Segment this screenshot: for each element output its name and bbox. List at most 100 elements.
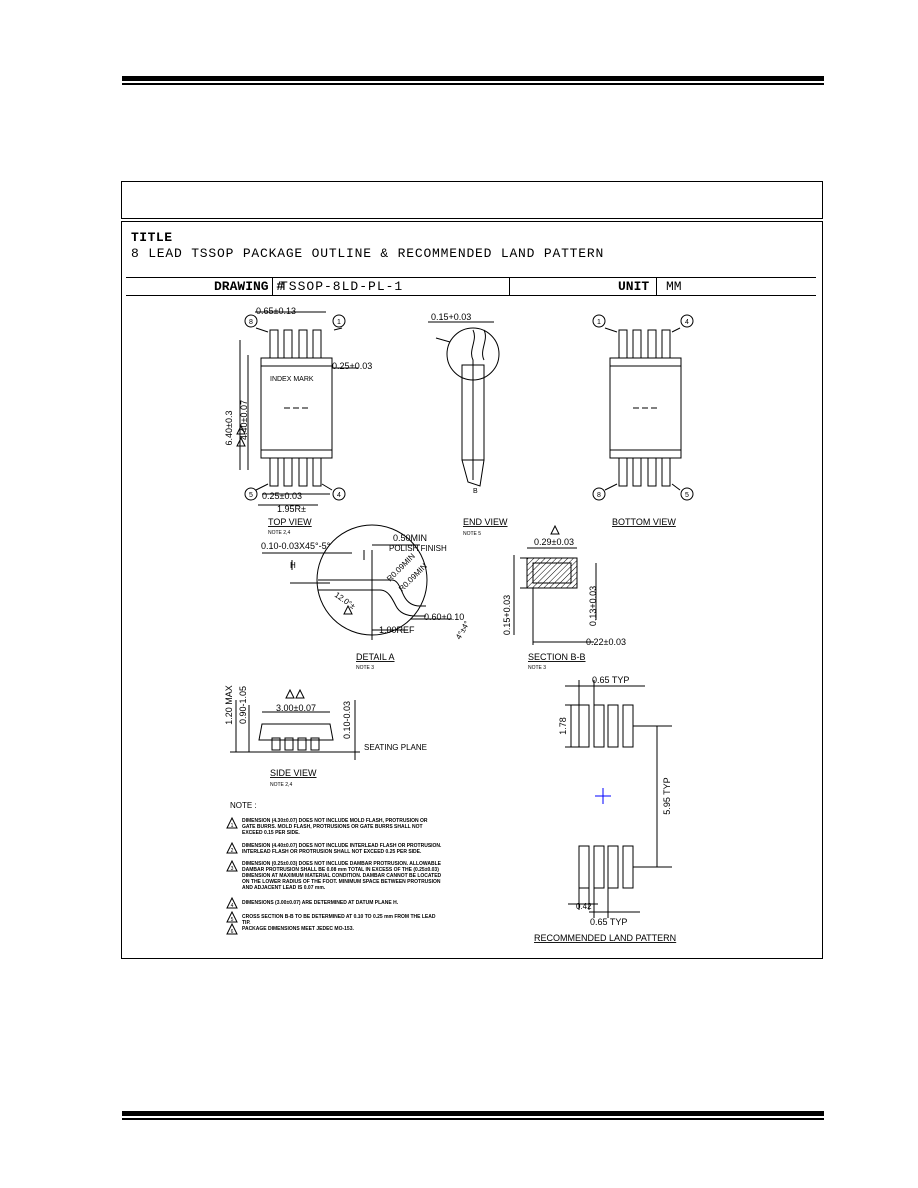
- svg-text:1: 1: [231, 823, 234, 829]
- bottom-lead: [632, 329, 642, 359]
- land-pitch-top-dim: 0.65 TYP: [592, 675, 629, 685]
- top-pin-8: 8: [249, 319, 253, 326]
- pin-marker: [244, 487, 258, 501]
- detail-a-note: NOTE 3: [356, 665, 374, 671]
- pin-marker: [244, 314, 258, 328]
- top-lead: [312, 329, 322, 359]
- note-item: 4 DIMENSIONS (3.00±0.07) ARE DETERMINED …: [226, 896, 399, 909]
- top-lead: [269, 329, 279, 359]
- bottom-lead: [661, 457, 671, 487]
- header-box: [121, 181, 823, 219]
- end-thickness-dim: 0.15+0.03: [431, 312, 471, 322]
- chamfer-dim: 0.10-0.03X45°-5°: [261, 541, 331, 551]
- note-triangle-icon: [236, 436, 246, 447]
- body-length-dim: 4.40±0.07: [239, 400, 249, 440]
- land-pad: [578, 704, 590, 748]
- note-triangle-icon: [226, 841, 238, 854]
- end-view-caption: END VIEW: [463, 517, 508, 527]
- drawing-frame: [121, 221, 823, 959]
- note-triangle-icon: [236, 424, 246, 435]
- bottom-lead: [632, 457, 642, 487]
- polish-note: POLISH FINISH: [389, 544, 447, 553]
- top-lead: [298, 329, 308, 359]
- top-pin-1: 1: [337, 319, 341, 326]
- footer-rule-thin: [122, 1118, 824, 1120]
- side-view-body: [258, 723, 334, 741]
- land-pad: [607, 845, 619, 889]
- note-triangle-icon: [550, 524, 560, 535]
- bottom-lead: [618, 329, 628, 359]
- top-lead: [312, 457, 322, 487]
- bottom-lead: [618, 457, 628, 487]
- pin-marker: [592, 487, 606, 501]
- unit-label: UNIT: [618, 279, 650, 294]
- note-triangle-icon: [226, 816, 238, 829]
- side-body-height-dim: 0.90-1.05: [238, 686, 248, 724]
- top-pitch-dim: 0.65±0.13: [256, 306, 296, 316]
- side-view-note: NOTE 2,4: [270, 782, 292, 788]
- section-width-dim: 0.29±0.03: [534, 537, 574, 547]
- note-text: DIMENSIONS (3.00±0.07) ARE DETERMINED AT…: [242, 900, 399, 906]
- top-view-body: [260, 357, 333, 459]
- note-text: DIMENSION (4.30±0.07) DOES NOT INCLUDE M…: [242, 818, 428, 836]
- top-lead: [269, 457, 279, 487]
- notes-list: 1 DIMENSION (4.30±0.07) DOES NOT INCLUDE…: [226, 816, 442, 935]
- section-inner-height-dim: 0.13+0.03: [588, 586, 598, 626]
- note-text: DIMENSION (4.40±0.07) DOES NOT INCLUDE I…: [242, 843, 442, 855]
- bottom-view-caption: BOTTOM VIEW: [612, 517, 676, 527]
- svg-text:6: 6: [231, 929, 234, 935]
- polish-dim: 0.50MIN: [393, 533, 427, 543]
- pin-marker: [592, 314, 606, 328]
- bottom-pin-5: 5: [685, 492, 689, 499]
- pin-marker: [332, 487, 346, 501]
- svg-text:2: 2: [231, 848, 234, 854]
- section-bb-note: NOTE 3: [528, 665, 546, 671]
- side-view: [230, 688, 360, 760]
- section-bb-core: [532, 562, 572, 584]
- land-pad: [578, 845, 590, 889]
- top-view: [236, 311, 358, 506]
- title-text: 8 LEAD TSSOP PACKAGE OUTLINE & RECOMMEND…: [131, 246, 605, 261]
- section-base-dim: 0.22±0.03: [586, 637, 626, 647]
- detail-a-caption: DETAIL A: [356, 652, 395, 662]
- note-item: 5 CROSS SECTION B-B TO BE DETERMINED AT …: [226, 910, 435, 924]
- datum-h-label: H: [290, 561, 296, 570]
- seating-plane-label: SEATING PLANE: [364, 743, 427, 752]
- svg-text:3: 3: [231, 866, 234, 872]
- drawing-number: TSSOP-8LD-PL-1: [280, 279, 404, 294]
- angle2-dim: 4°±4°: [454, 619, 472, 641]
- note-triangle-icon: [226, 910, 238, 923]
- land-center-mark: [595, 788, 611, 804]
- land-pad: [622, 704, 634, 748]
- header-rule-thin: [122, 83, 824, 85]
- end-view-note: NOTE 5: [463, 531, 481, 537]
- top-lead-dim: 0.25+0.03: [332, 361, 372, 371]
- lead-width-dim: 0.25±0.03: [262, 491, 302, 501]
- bottom-lead: [647, 457, 657, 487]
- top-pin-4: 4: [337, 492, 341, 499]
- notes-heading: NOTE :: [230, 801, 257, 810]
- top-view-caption: TOP VIEW: [268, 517, 312, 527]
- bottom-pin-1: 1: [597, 319, 601, 326]
- index-mark-label: INDEX MARK: [270, 376, 314, 383]
- detail-a: [262, 524, 452, 640]
- bottom-view-body: [609, 357, 682, 459]
- note-item: 1 DIMENSION (4.30±0.07) DOES NOT INCLUDE…: [226, 816, 428, 836]
- end-b-label: B: [473, 488, 478, 495]
- drawing-label: DRAWING #: [214, 279, 285, 294]
- top-lead: [298, 457, 308, 487]
- note-item: 6 PACKAGE DIMENSIONS MEET JEDEC MO-153.: [226, 922, 354, 935]
- land-pad: [593, 845, 605, 889]
- note-triangle-icon: [226, 922, 238, 935]
- bottom-pin-8: 8: [597, 492, 601, 499]
- section-height-dim: 0.15+0.03: [502, 595, 512, 635]
- section-bb: [513, 524, 597, 645]
- land-pad: [607, 704, 619, 748]
- pin-marker: [680, 487, 694, 501]
- svg-text:4: 4: [231, 903, 234, 909]
- note-triangle-icon: [343, 604, 353, 615]
- header-rule-thick: [122, 76, 824, 81]
- foot-ref-dim: 1.00REF: [379, 625, 415, 635]
- land-pad: [622, 845, 634, 889]
- note-triangle-icon: [295, 688, 305, 699]
